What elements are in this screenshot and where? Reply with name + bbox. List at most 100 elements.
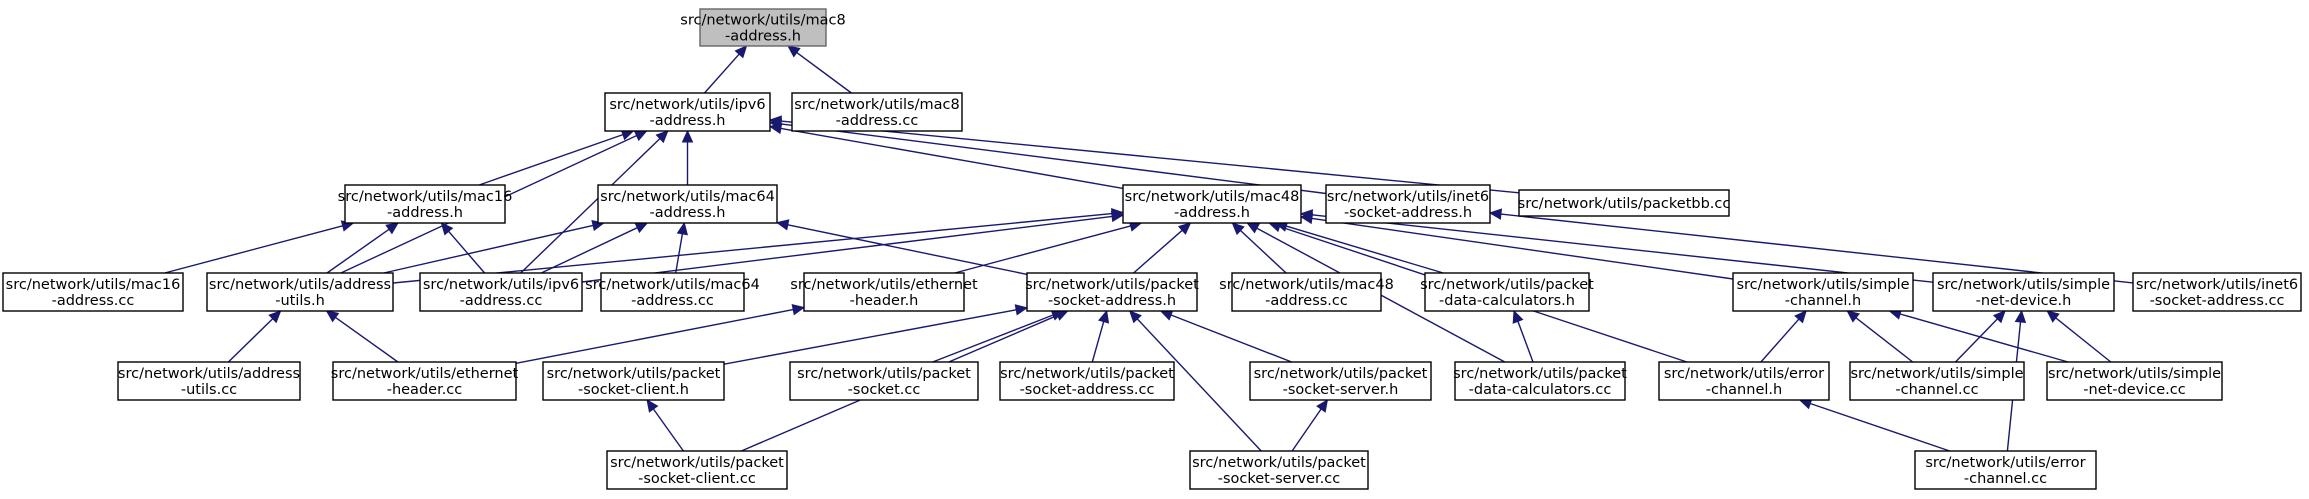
edge-ethcc-to-addrh <box>335 316 399 363</box>
edge-psclcc-to-psch <box>652 408 684 452</box>
node-simndh[interactable]: src/network/utils/simple-net-device.h <box>1932 272 2115 312</box>
node-addrh[interactable]: src/network/utils/address-utils.h <box>206 272 394 312</box>
node-ipv6h[interactable]: src/network/utils/ipv6-address.h <box>604 92 771 132</box>
node-label: src/network/utils/mac64 <box>600 189 775 205</box>
edge-simccc-to-simndh <box>1954 318 1998 363</box>
node-mac16h[interactable]: src/network/utils/mac16-address.h <box>338 184 513 224</box>
node-label: src/network/utils/inet6 <box>1327 189 1489 205</box>
arrowhead-ipv6h <box>681 129 694 143</box>
node-label: -address.h <box>725 29 801 45</box>
node-box <box>1026 272 1198 312</box>
node-box <box>2132 272 2302 312</box>
node-pdch[interactable]: src/network/utils/packet-data-calculator… <box>1420 272 1594 312</box>
edge-ipv6cc-to-mac48h <box>581 215 1113 283</box>
edge-mac48h-to-ipv6h <box>780 127 1124 190</box>
arrowhead-ipv6h <box>655 130 669 144</box>
node-simccc[interactable]: src/network/utils/simple-channel.cc <box>1849 361 2025 401</box>
node-inet6cc[interactable]: src/network/utils/inet6-socket-address.c… <box>2132 272 2302 312</box>
node-box <box>606 450 788 490</box>
node-label: src/network/utils/ipv6 <box>609 97 765 113</box>
node-label: -utils.cc <box>181 382 237 398</box>
node-errh[interactable]: src/network/utils/error-channel.h <box>1658 361 1830 401</box>
node-psacc[interactable]: src/network/utils/packet-socket-address.… <box>999 361 1175 401</box>
node-label: src/network/utils/mac48 <box>1219 277 1394 293</box>
node-label: -address.h <box>650 205 726 221</box>
arrowhead-mac48h <box>1177 222 1192 235</box>
arrowhead-mac8h <box>734 45 748 59</box>
node-mac16cc[interactable]: src/network/utils/mac16-address.cc <box>2 272 184 312</box>
node-label: -socket-client.h <box>578 382 689 398</box>
node-errcc[interactable]: src/network/utils/error-channel.cc <box>1914 450 2097 490</box>
node-box <box>2046 361 2223 401</box>
node-box <box>206 272 394 312</box>
node-box <box>1849 361 2025 401</box>
node-label: src/network/utils/mac8 <box>680 13 845 29</box>
node-pbbcc[interactable]: src/network/utils/packetbb.cc <box>1518 189 1731 217</box>
edge-mac48cc-to-mac48h <box>1240 229 1287 274</box>
node-simch[interactable]: src/network/utils/simple-channel.h <box>1732 272 1914 312</box>
node-pdccc[interactable]: src/network/utils/packet-data-calculator… <box>1453 361 1627 401</box>
node-label: src/network/utils/error <box>1664 366 1824 382</box>
node-label: src/network/utils/mac64 <box>585 277 760 293</box>
node-label: src/network/utils/packet <box>1453 366 1627 382</box>
node-ethh[interactable]: src/network/utils/ethernet-header.h <box>790 272 978 312</box>
node-label: src/network/utils/packet <box>1000 366 1174 382</box>
node-ethcc[interactable]: src/network/utils/ethernet-header.cc <box>331 361 519 401</box>
node-pssvcc[interactable]: src/network/utils/packet-socket-server.c… <box>1189 450 1369 490</box>
node-psah[interactable]: src/network/utils/packet-socket-address.… <box>1025 272 1199 312</box>
arrowhead-mac64h <box>676 221 688 236</box>
edge-pssvcc-to-pssh <box>1291 408 1322 452</box>
edge-psah-to-mac48h <box>1133 229 1183 274</box>
node-box <box>803 272 965 312</box>
node-pssh[interactable]: src/network/utils/packet-socket-server.h <box>1249 361 1432 401</box>
edge-pssh-to-psah <box>1170 314 1292 363</box>
node-label: -address.cc <box>1265 293 1348 309</box>
node-label: -channel.cc <box>1964 471 2047 487</box>
node-label: -socket-address.cc <box>1020 382 1155 398</box>
arrowhead-mac64h <box>775 219 790 231</box>
node-box <box>791 92 963 132</box>
edge-pbbcc-to-ipv6h <box>780 120 1520 194</box>
node-label: src/network/utils/packet <box>610 455 784 471</box>
node-box <box>1122 184 1302 224</box>
edge-simndcc-to-simndh <box>2055 317 2112 363</box>
node-label: -address.cc <box>52 293 135 309</box>
edge-mac16cc-to-mac16h <box>164 225 343 274</box>
edge-ipv6h-to-mac8h <box>703 53 740 94</box>
arrowhead-mac8h <box>787 45 801 58</box>
node-label: -data-calculators.h <box>1439 293 1575 309</box>
node-mac48h[interactable]: src/network/utils/mac48-address.h <box>1122 184 1302 224</box>
node-addrcc[interactable]: src/network/utils/address-utils.cc <box>117 361 301 401</box>
arrowhead-simndh <box>2046 310 2060 323</box>
node-box <box>1325 184 1491 224</box>
edge-mac16h-to-ipv6h <box>478 133 624 186</box>
node-box <box>1231 272 1382 312</box>
node-mac64cc[interactable]: src/network/utils/mac64-address.cc <box>585 272 760 312</box>
node-label: -header.cc <box>387 382 463 398</box>
node-mac8cc[interactable]: src/network/utils/mac8-address.cc <box>791 92 963 132</box>
node-label: -utils.h <box>275 293 325 309</box>
arrowhead-psah <box>1159 309 1174 321</box>
edge-psacc-to-psah <box>1091 321 1105 363</box>
node-psclcc[interactable]: src/network/utils/packet-socket-client.c… <box>606 450 788 490</box>
node-psch[interactable]: src/network/utils/packet-socket-client.h <box>542 361 725 401</box>
node-label: src/network/utils/packet <box>547 366 721 382</box>
node-inet6h[interactable]: src/network/utils/inet6-socket-address.h <box>1325 184 1491 224</box>
node-box <box>600 272 745 312</box>
node-box <box>604 92 771 132</box>
arrowhead-mac48h <box>1110 210 1125 223</box>
node-simndcc[interactable]: src/network/utils/simple-net-device.cc <box>2046 361 2223 401</box>
node-pscc[interactable]: src/network/utils/packet-socket.cc <box>789 361 979 401</box>
node-label: -address.cc <box>836 113 919 129</box>
node-label: src/network/utils/simple <box>1937 277 2110 293</box>
edge-mac8cc-to-mac8h <box>796 52 852 94</box>
node-mac64h[interactable]: src/network/utils/mac64-address.h <box>597 184 778 224</box>
node-mac48cc[interactable]: src/network/utils/mac48-address.cc <box>1219 272 1394 312</box>
node-box <box>1914 450 2097 490</box>
node-ipv6cc[interactable]: src/network/utils/ipv6-address.cc <box>419 272 583 312</box>
node-box <box>332 361 517 401</box>
edge-ethh-to-mac48h <box>954 225 1131 274</box>
arrowhead-pssh <box>1316 399 1329 413</box>
node-mac8h[interactable]: src/network/utils/mac8-address.h <box>680 8 846 47</box>
